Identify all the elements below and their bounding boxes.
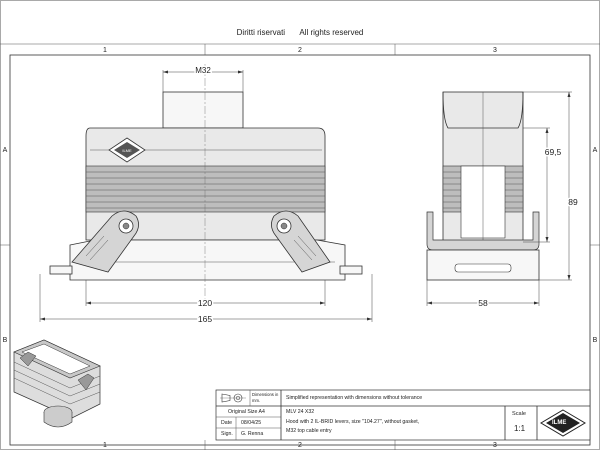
- right-lever: [271, 210, 331, 273]
- column-label-3-bottom: 3: [493, 442, 497, 449]
- front-view: ILME: [49, 64, 363, 300]
- description-line-1: Hood with 2 IL-BRID levers, size "104.27…: [286, 419, 420, 425]
- ribbed-band: [85, 165, 326, 213]
- width-total-dimension: 165: [198, 314, 212, 324]
- front-dimensions: M32 120 165: [39, 65, 373, 326]
- original-size-label: Original Size A4: [228, 409, 265, 415]
- left-lever: [71, 210, 139, 273]
- part-code: MLV 24 X32: [286, 409, 315, 415]
- side-view: [426, 91, 540, 281]
- scale-label: Scale: [512, 411, 526, 417]
- rights-notice: Diritti riservati All rights reserved: [0, 28, 600, 37]
- column-label-1-bottom: 1: [103, 442, 107, 449]
- rights-italian: Diritti riservati: [236, 28, 286, 37]
- isometric-view: [13, 339, 101, 428]
- row-label-b: B: [3, 337, 8, 344]
- width-inner-dimension: 120: [198, 298, 212, 308]
- logo-text: ILME: [552, 420, 567, 426]
- row-label-b-right: B: [593, 337, 598, 344]
- sign-value: G. Renna: [241, 431, 264, 437]
- date-label: Date: [221, 420, 232, 426]
- side-base-slot: [454, 263, 512, 273]
- side-total-height-dimension: 89: [568, 197, 578, 207]
- row-label-a-right: A: [593, 147, 598, 154]
- left-flange: [49, 265, 73, 275]
- column-label-2-bottom: 2: [298, 442, 302, 449]
- row-label-a: A: [3, 147, 8, 154]
- hood-logo: ILME: [108, 137, 146, 163]
- side-body-height-dimension: 69,5: [545, 147, 562, 157]
- column-label-2: 2: [298, 47, 302, 54]
- rights-english: All rights reserved: [299, 28, 364, 37]
- column-label-1: 1: [103, 47, 107, 54]
- sign-label: Sign.: [221, 431, 233, 437]
- dimensions-label: Dimensions in mm.: [252, 392, 279, 403]
- title-block-frame: [215, 389, 591, 441]
- cable-entry: [162, 91, 244, 129]
- tolerance-note: Simplified representation with dimension…: [286, 395, 423, 401]
- thread-dimension: M32: [195, 66, 211, 75]
- description-line-2: M32 top cable entry: [286, 428, 332, 434]
- side-depth-dimension: 58: [478, 298, 488, 308]
- right-flange: [339, 265, 363, 275]
- scale-value: 1:1: [514, 424, 526, 433]
- hood-logo-text: ILME: [122, 148, 132, 153]
- side-dimensions: 69,5 89 58: [426, 91, 579, 310]
- date-value: 08/04/25: [241, 420, 262, 426]
- drawing-frame: [9, 54, 591, 446]
- ilme-logo: [540, 409, 586, 437]
- column-label-3: 3: [493, 47, 497, 54]
